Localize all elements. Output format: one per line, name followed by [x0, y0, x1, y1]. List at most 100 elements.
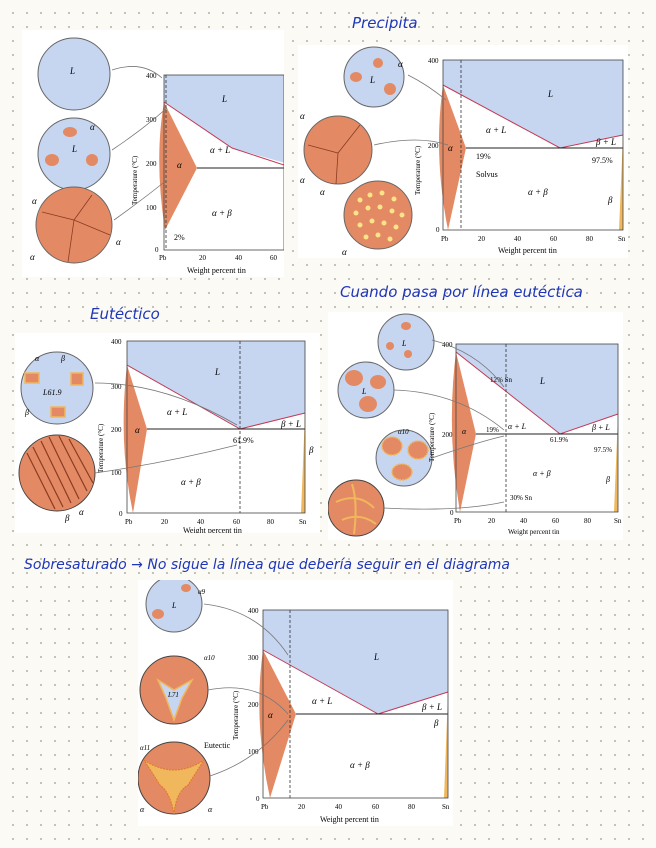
diagram-label: α + L — [508, 422, 527, 431]
diagram-label: Sn — [618, 235, 626, 243]
diagram-label: 40 — [197, 518, 205, 526]
diagram-label: 20 — [199, 254, 207, 262]
diagram-label: 97.5% — [592, 156, 613, 165]
diagram-label: L — [373, 652, 379, 662]
diagram-label: α11 — [140, 744, 150, 752]
diagram-label: Temperature (°C) — [414, 145, 422, 195]
diagram-label: α — [79, 507, 84, 517]
diagram-label: L — [539, 376, 545, 386]
diagram-label: β + L — [280, 419, 301, 429]
diagram-label: 19% — [486, 426, 499, 434]
diagram-label: 40 — [335, 803, 343, 811]
diagram-label: L — [547, 89, 553, 99]
diagram-label: α — [462, 427, 467, 436]
diagram-label: 20 — [298, 803, 306, 811]
diagram-label: α — [116, 237, 121, 247]
diagram-label: β — [308, 445, 314, 455]
diagram-label: Eutectic — [204, 741, 231, 750]
diagram-label: Weight percent tin — [320, 815, 379, 824]
phase-diagram: L 12% Sn α + L β + L α 19% 61.9% 97.5% α… — [428, 341, 622, 536]
diagram-label: 300 — [146, 116, 157, 124]
diagram-label: β + L — [595, 137, 616, 147]
diagram-label: α9 — [198, 588, 206, 596]
diagram-label: L — [214, 367, 220, 377]
panel-bottom: L α9 L71 α10 α11 Eutectic α α L α + L β … — [138, 580, 453, 826]
diagram-label: 60 — [270, 254, 278, 262]
diagram-label: 19% — [476, 152, 491, 161]
diagram-label: L — [369, 75, 375, 85]
label-alpha: α — [90, 122, 95, 132]
alpha-grain — [63, 127, 77, 137]
diagram-label: L61.9 — [42, 388, 61, 397]
heading-sobresaturado: Sobresaturado → No sigue la línea que de… — [24, 557, 511, 573]
diagram-label: β + L — [591, 423, 610, 432]
diagram-label: β + L — [421, 702, 442, 712]
diagram-label: α — [35, 354, 40, 363]
diagram-label: β — [24, 408, 29, 417]
diagram-label: 12% Sn — [490, 376, 512, 384]
panel-middle-right: L L α10 L 12% Sn α + L β + L α 19% 61.9%… — [328, 312, 623, 540]
diagram-label: β — [64, 513, 70, 523]
diagram-label: α — [300, 111, 305, 121]
panel-top-right: L α α α α α L α + L β + L α 19% 97.5% So… — [298, 45, 628, 258]
phase-diagram: L α + L α α + β 2% 400 300 200 100 0 Pb … — [131, 72, 284, 275]
diagram-label: 400 — [146, 72, 157, 80]
diagram-label: L — [361, 387, 367, 396]
diagram-label: 80 — [584, 517, 592, 525]
diagram-label: 20 — [488, 517, 496, 525]
diagram-label: Sn — [442, 803, 450, 811]
diagram-label: α — [300, 175, 305, 185]
diagram-label: 400 — [248, 607, 259, 615]
diagram-label: 61.9% — [550, 436, 568, 444]
diagram-label: α10 — [398, 428, 409, 436]
phase-diagram: L α + L β + L α α + β β 400 300 200 100 … — [232, 607, 450, 824]
diagram-label: 0 — [450, 509, 454, 517]
diagram-label: β — [433, 718, 439, 728]
diagram-label: L — [171, 601, 177, 610]
diagram-label: α10 — [204, 654, 215, 662]
diagram-label: α — [177, 160, 182, 170]
diagram-label: 40 — [520, 517, 528, 525]
diagram-label: α — [342, 247, 347, 257]
diagram-label: 40 — [514, 235, 522, 243]
diagram-label: Sn — [614, 517, 622, 525]
diagram-label: 0 — [436, 226, 440, 234]
diagram-label: α — [208, 805, 213, 814]
diagram-label: 80 — [267, 518, 275, 526]
heading-precipita: Precipita — [352, 14, 418, 32]
label-L1: L — [69, 66, 75, 76]
diagram-label: 100 — [111, 469, 122, 477]
diagram-label: Temperature (°C) — [97, 423, 105, 473]
diagram-label: 61.9% — [233, 436, 254, 445]
diagram-label: 0 — [119, 510, 123, 518]
diagram-label: L — [401, 339, 407, 348]
diagram-label: α + L — [312, 696, 332, 706]
diagram-label: 30% Sn — [510, 494, 532, 502]
circle-alpha-grains — [35, 186, 113, 264]
diagram-label: 300 — [248, 654, 259, 662]
diagram-label: α — [32, 196, 37, 206]
circle-liquid-eutectic — [20, 351, 94, 425]
diagram-label: Temperature (°C) — [131, 155, 139, 205]
diagram-label: 40 — [235, 254, 243, 262]
diagram-label: β — [607, 195, 613, 205]
diagram-label: β — [605, 475, 610, 484]
diagram-label: 300 — [111, 383, 122, 391]
circle-liquid — [37, 37, 111, 111]
diagram-label: α + L — [210, 145, 230, 155]
diagram-label: Weight percent tin — [183, 526, 242, 533]
diagram-label: Weight percent tin — [498, 246, 557, 255]
diagram-label: Weight percent tin — [508, 528, 560, 536]
heading-eutectico: Eutéctico — [90, 305, 160, 323]
diagram-label: Solvus — [476, 170, 498, 179]
diagram-label: α + β — [350, 760, 370, 770]
diagram-label: 80 — [586, 235, 594, 243]
diagram-label: 0 — [155, 246, 159, 254]
circle-alpha-grains — [303, 115, 373, 185]
diagram-label: 2% — [174, 233, 185, 242]
diagram-label: α + β — [528, 187, 548, 197]
diagram-label: 400 — [428, 57, 439, 65]
diagram-label: α + β — [212, 208, 232, 218]
diagram-label: Pb — [441, 235, 449, 243]
diagram-label: α + β — [181, 477, 201, 487]
